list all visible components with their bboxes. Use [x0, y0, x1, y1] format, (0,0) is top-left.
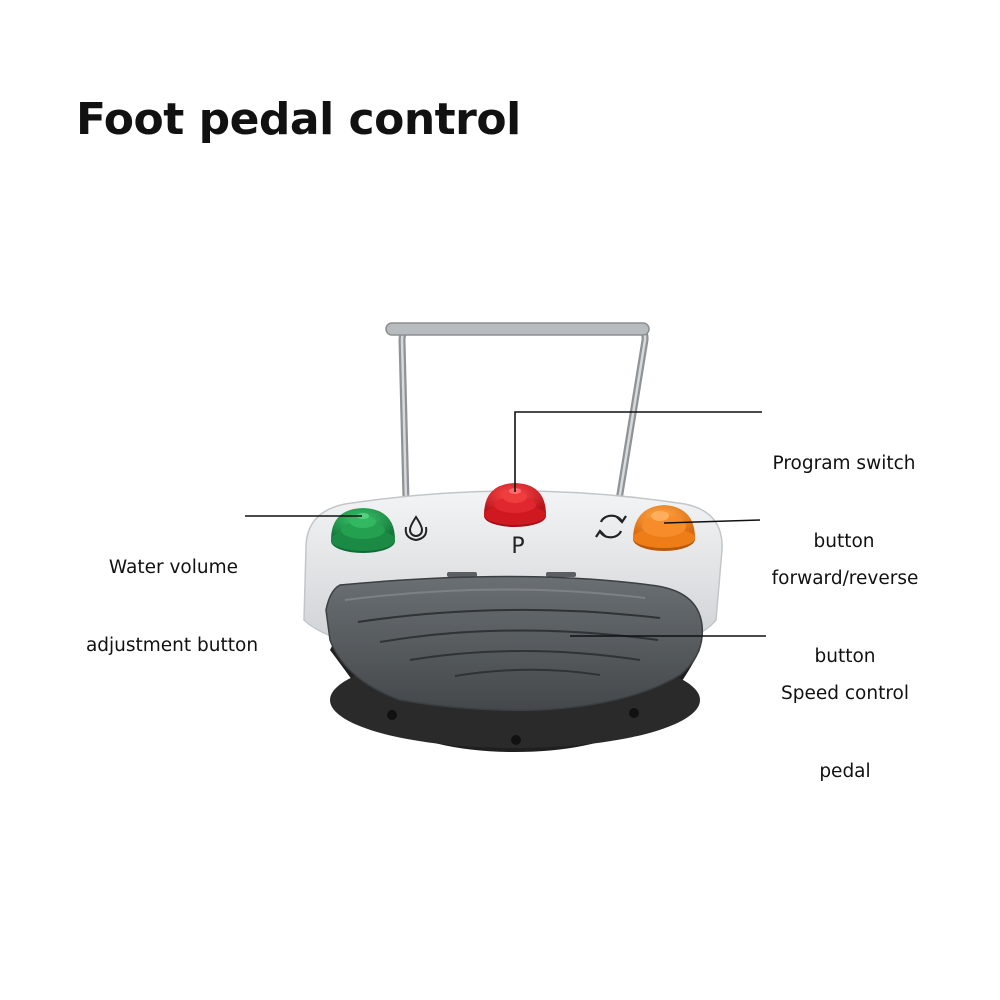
water-volume-label: Water volume adjustment button	[74, 503, 270, 685]
water-volume-label-line2: adjustment button	[85, 635, 259, 656]
speed-control-label-line2: pedal	[819, 761, 871, 782]
program-callout-line	[514, 411, 762, 492]
program-switch-label-line1: Program switch	[772, 453, 916, 474]
speed-control-label-line1: Speed control	[780, 683, 909, 704]
rotate-arrows-icon	[595, 514, 627, 539]
forward-reverse-button[interactable]	[633, 505, 695, 551]
program-mark: P	[511, 534, 524, 559]
forward-reverse-label: forward/reverse button	[762, 514, 928, 696]
base-screw	[629, 708, 639, 718]
program-switch-button[interactable]	[484, 483, 546, 527]
carry-handle[interactable]	[385, 322, 650, 501]
speed-control-pedal[interactable]	[325, 575, 704, 712]
page-title: Foot pedal control	[76, 94, 521, 145]
speed-control-label: Speed control pedal	[770, 629, 920, 811]
forward-reverse-label-line2: button	[814, 646, 876, 667]
water-drop-icon	[404, 515, 428, 542]
base-screw	[387, 710, 397, 720]
forward-reverse-label-line1: forward/reverse	[771, 568, 919, 589]
program-switch-label-line2: button	[813, 531, 875, 552]
forward-callout-line	[663, 519, 761, 524]
callout-lines	[245, 411, 766, 637]
water-volume-label-line1: Water volume	[108, 557, 238, 578]
program-switch-label: Program switch button	[762, 399, 926, 581]
base-screw	[511, 735, 521, 745]
